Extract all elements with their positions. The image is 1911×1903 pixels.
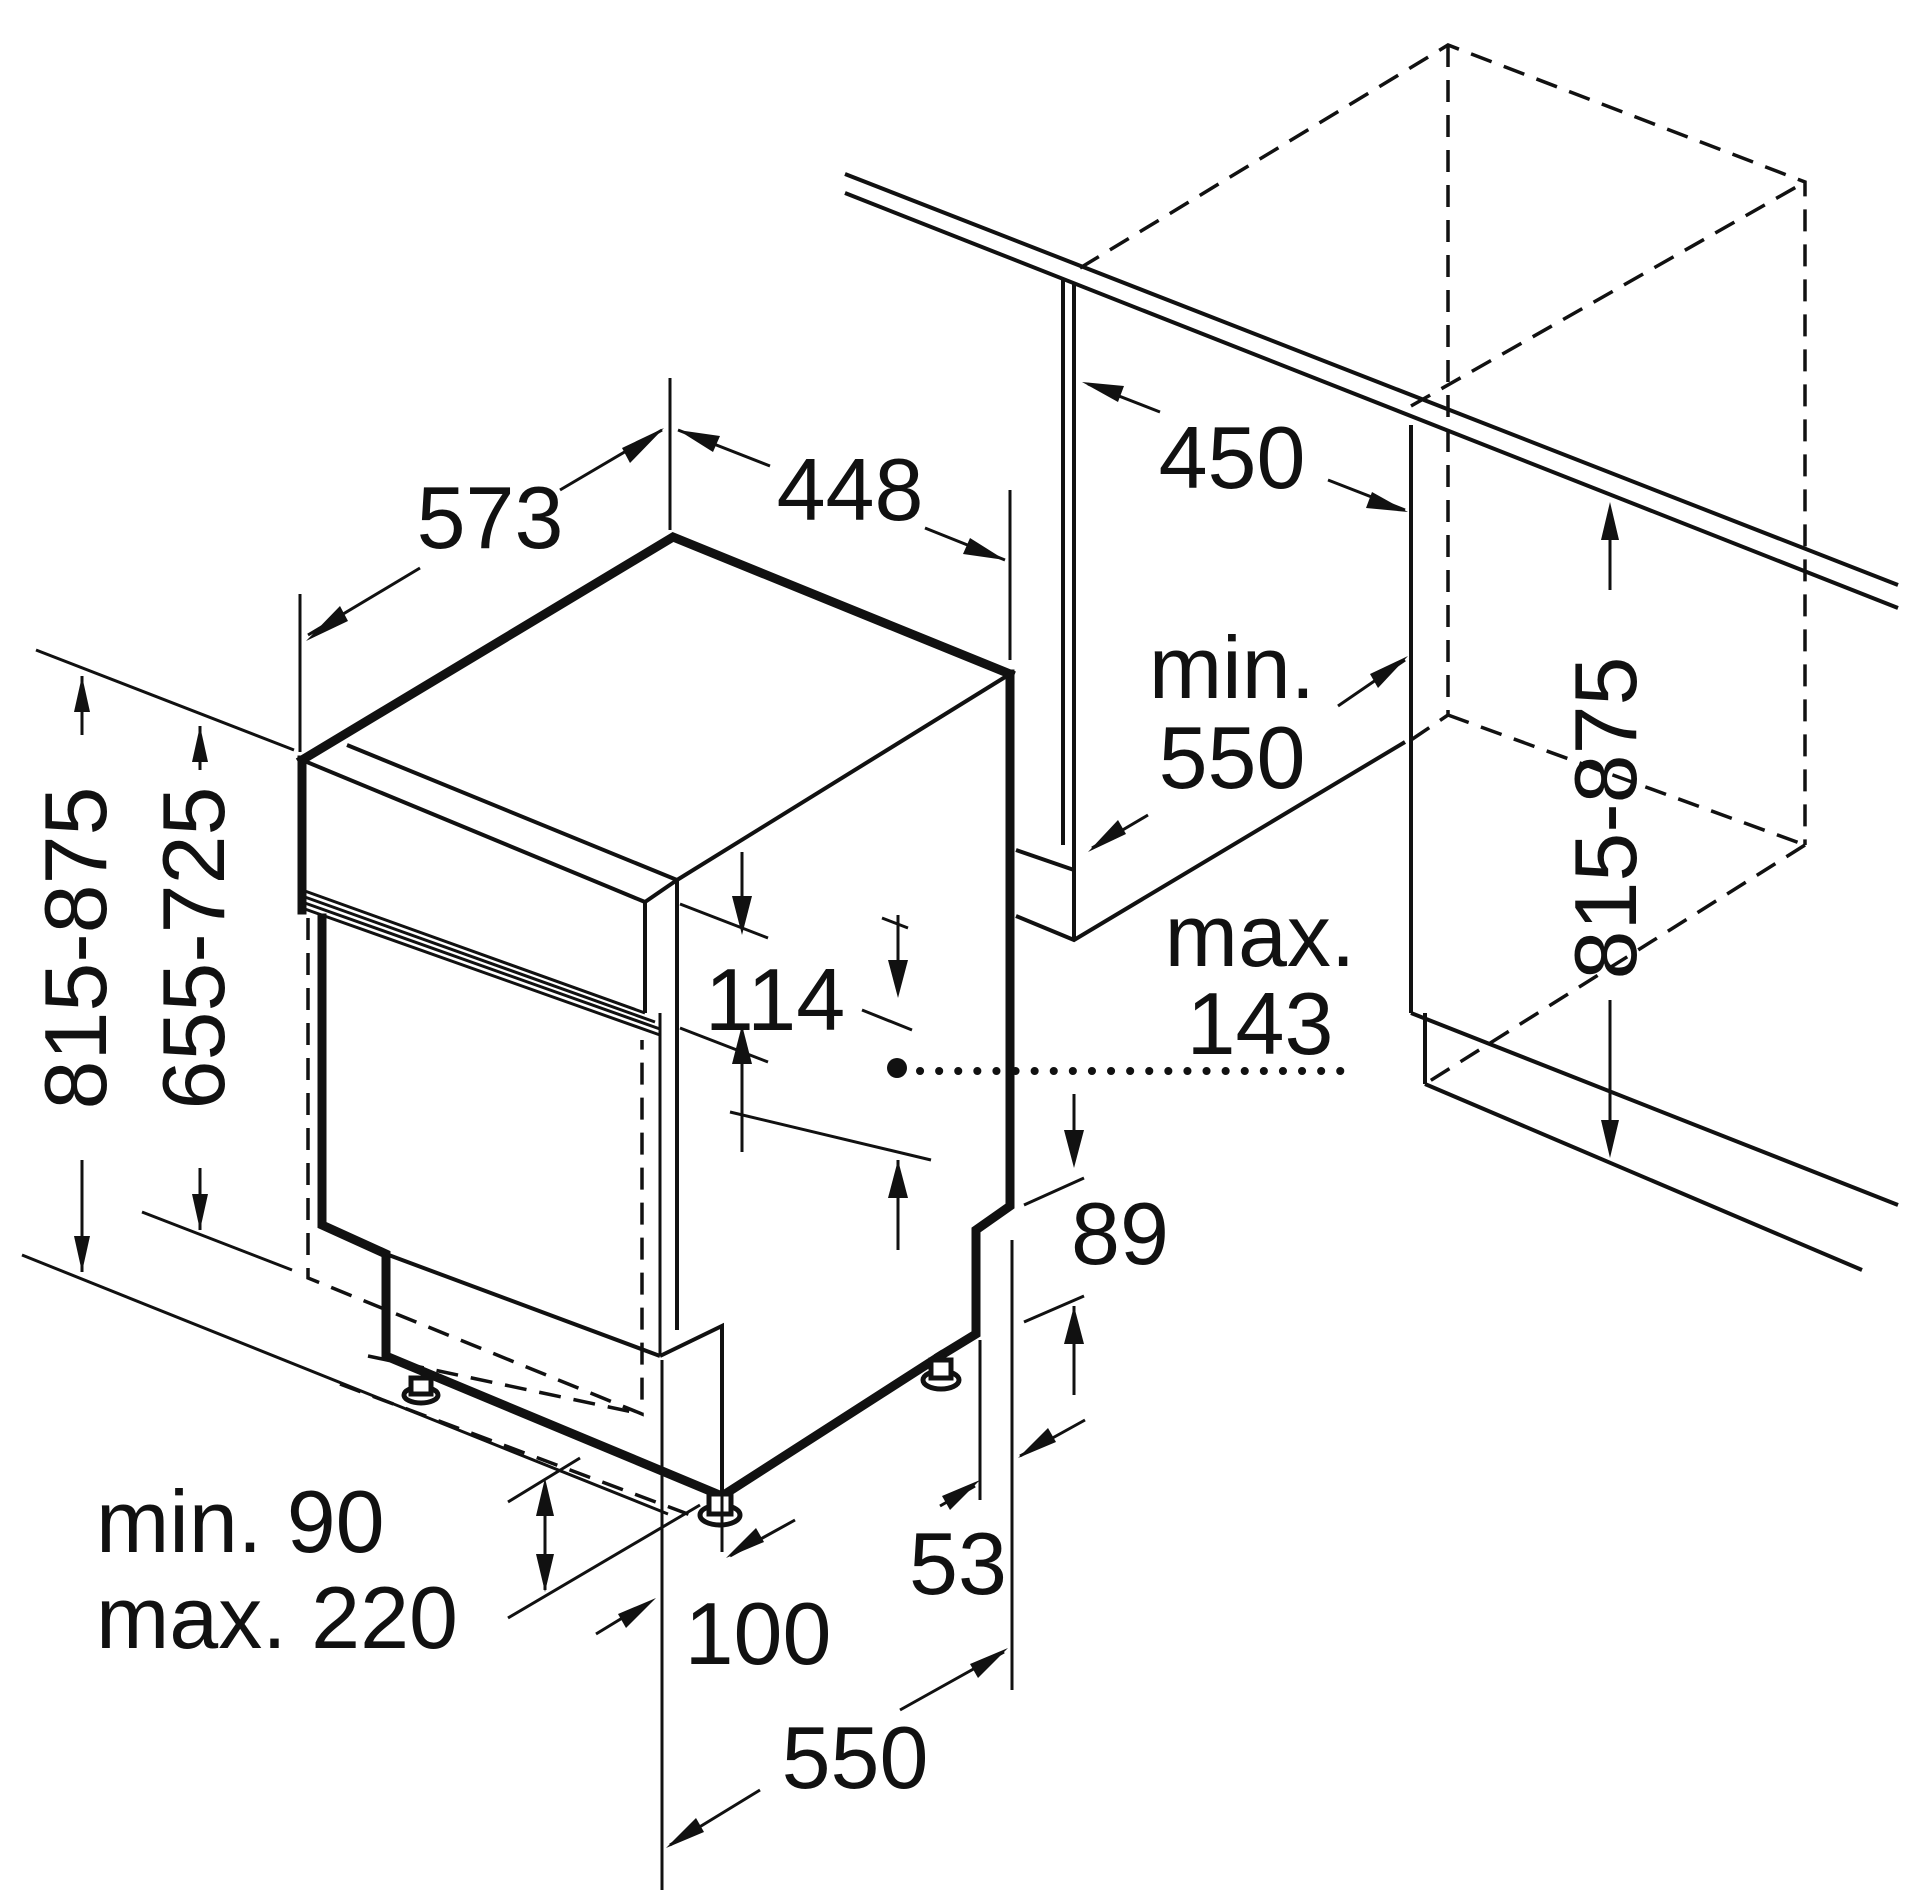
label-width-448: 448	[777, 440, 924, 539]
installation-niche	[844, 43, 1899, 1272]
label-plinth-min-90: min. 90	[96, 1472, 385, 1571]
label-niche-min-550: 550	[1159, 708, 1306, 807]
label-niche-width-450: 450	[1159, 408, 1306, 507]
label-panel-114: 114	[705, 950, 845, 1049]
label-plinth-89: 89	[1071, 1184, 1169, 1283]
label-height-815-875-left: 815-875	[26, 787, 125, 1110]
dishwasher-feet	[401, 1357, 962, 1528]
label-niche-height-815-875: 815-875	[1556, 657, 1655, 980]
label-plinth-max-220: max. 220	[96, 1568, 458, 1667]
label-depth-573: 573	[417, 468, 564, 567]
dimension-labels: 573 448 815-875 655-725 114 450 min. 550…	[26, 408, 1655, 1807]
hose-connection-point	[887, 1058, 907, 1078]
label-hose-max: max.	[1165, 886, 1356, 985]
label-depth-550-bottom: 550	[782, 1708, 929, 1807]
dimension-lines	[21, 378, 1619, 1890]
label-niche-min: min.	[1149, 618, 1315, 717]
label-panel-655-725: 655-725	[144, 787, 243, 1110]
label-foot-100: 100	[685, 1584, 832, 1683]
label-hose-max-143: 143	[1187, 974, 1334, 1073]
dishwasher-body	[295, 531, 1016, 1528]
label-plinth-53: 53	[909, 1514, 1007, 1613]
